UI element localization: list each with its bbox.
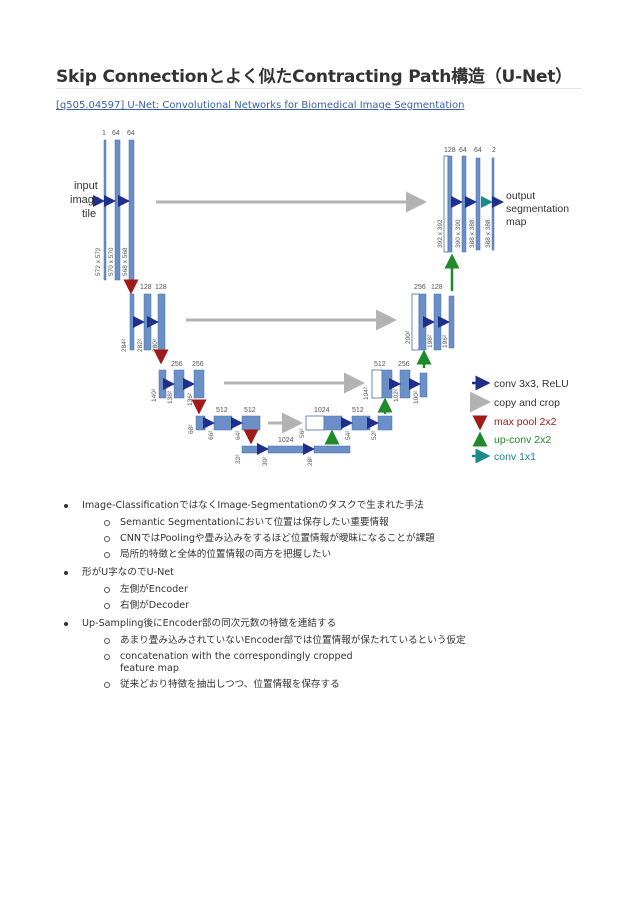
- output-label-3: map: [506, 216, 527, 228]
- svg-text:68²: 68²: [188, 424, 195, 434]
- page-title: Skip Connectionとよく似たContracting Path構造（U…: [56, 67, 573, 87]
- svg-text:64²: 64²: [235, 430, 242, 440]
- svg-text:196²: 196²: [442, 334, 449, 348]
- svg-text:32²: 32²: [235, 454, 242, 464]
- svg-text:2: 2: [492, 147, 496, 154]
- svg-text:570 x 570: 570 x 570: [108, 247, 115, 276]
- svg-text:30²: 30²: [262, 456, 269, 466]
- svg-text:200²: 200²: [405, 330, 412, 344]
- input-label-2: image: [70, 194, 100, 206]
- svg-text:128: 128: [431, 284, 443, 291]
- svg-text:54²: 54²: [345, 430, 352, 440]
- list-item: あまり畳み込みされていないEncoder部では位置情報が保たれているという仮定: [104, 635, 584, 647]
- svg-text:1: 1: [102, 130, 106, 137]
- svg-text:280²: 280²: [152, 338, 159, 352]
- svg-text:104²: 104²: [363, 386, 370, 400]
- svg-text:128: 128: [140, 284, 152, 291]
- list-item: 左側がEncoder: [104, 584, 584, 596]
- svg-text:64: 64: [127, 130, 135, 137]
- input-label-3: tile: [82, 208, 96, 220]
- svg-text:100²: 100²: [413, 390, 420, 404]
- svg-text:1024: 1024: [278, 437, 294, 444]
- list-item: concatenation with the correspondingly c…: [104, 651, 584, 675]
- svg-text:392 x 392: 392 x 392: [437, 219, 444, 248]
- list-item: 従来どおり特徴を抽出しつつ、位置情報を保存する: [104, 679, 584, 691]
- svg-text:140²: 140²: [151, 388, 158, 402]
- svg-text:copy and crop: copy and crop: [494, 397, 560, 409]
- svg-text:512: 512: [352, 407, 364, 414]
- legend: conv 3x3, ReLU copy and crop max pool 2x…: [470, 375, 569, 464]
- list-item: Semantic Segmentationにおいて位置は保存したい重要情報: [104, 517, 584, 529]
- paper-link[interactable]: [q505.04597] U-Net: Convolutional Networ…: [56, 100, 465, 111]
- svg-text:52²: 52²: [371, 430, 378, 440]
- output-label-2: segmentation: [506, 203, 569, 215]
- output-label-1: output: [506, 190, 535, 202]
- list-item: 右側がDecoder: [104, 600, 584, 612]
- svg-text:572 x 572: 572 x 572: [95, 247, 102, 276]
- feature-map-l1a: [114, 139, 121, 281]
- svg-text:284²: 284²: [121, 338, 128, 352]
- svg-text:256: 256: [414, 284, 426, 291]
- svg-text:up-conv 2x2: up-conv 2x2: [494, 434, 551, 446]
- svg-text:256: 256: [192, 361, 204, 368]
- svg-text:388 x 388: 388 x 388: [469, 219, 476, 248]
- feature-map-l1b: [128, 139, 135, 281]
- svg-text:256: 256: [398, 361, 410, 368]
- input-label-1: input: [74, 180, 98, 192]
- svg-text:512: 512: [374, 361, 386, 368]
- svg-text:390 x 390: 390 x 390: [455, 219, 462, 248]
- svg-text:64: 64: [459, 147, 467, 154]
- svg-text:28²: 28²: [307, 456, 314, 466]
- svg-text:conv 3x3, ReLU: conv 3x3, ReLU: [494, 378, 569, 390]
- svg-text:1024: 1024: [314, 407, 330, 414]
- feature-map-l1-input: [103, 139, 107, 281]
- svg-text:136²: 136²: [187, 392, 194, 406]
- svg-text:64: 64: [112, 130, 120, 137]
- svg-text:conv 1x1: conv 1x1: [494, 451, 536, 463]
- bullet-list: Image-ClassificationではなくImage-Segmentati…: [64, 500, 584, 697]
- svg-text:568 x 568: 568 x 568: [122, 247, 129, 276]
- list-item: CNNではPoolingや畳み込みをするほど位置情報が曖昧になることが課題: [104, 533, 584, 545]
- unet-architecture-diagram: input image tile 1 64 64 572 x 572 570 x…: [70, 130, 569, 466]
- svg-text:66²: 66²: [208, 430, 215, 440]
- svg-text:128: 128: [155, 284, 167, 291]
- svg-text:102²: 102²: [393, 388, 400, 402]
- svg-text:128: 128: [444, 147, 456, 154]
- title-divider: [56, 88, 582, 89]
- svg-text:282²: 282²: [137, 338, 144, 352]
- svg-text:388 x 388: 388 x 388: [485, 219, 492, 248]
- list-item: Up-Sampling後にEncoder部の同次元数の特徴を連結する あまり畳み…: [64, 618, 584, 691]
- list-item: 局所的特徴と全体的位置情報の両方を把握したい: [104, 549, 584, 561]
- list-item: Image-ClassificationではなくImage-Segmentati…: [64, 500, 584, 561]
- svg-text:138²: 138²: [167, 390, 174, 404]
- svg-text:max pool 2x2: max pool 2x2: [494, 416, 557, 428]
- svg-text:512: 512: [216, 407, 228, 414]
- list-item: 形がU字なのでU-Net 左側がEncoder 右側がDecoder: [64, 567, 584, 612]
- svg-text:64: 64: [474, 147, 482, 154]
- svg-text:512: 512: [244, 407, 256, 414]
- svg-text:256: 256: [171, 361, 183, 368]
- svg-text:198²: 198²: [427, 334, 434, 348]
- svg-text:56²: 56²: [299, 428, 306, 438]
